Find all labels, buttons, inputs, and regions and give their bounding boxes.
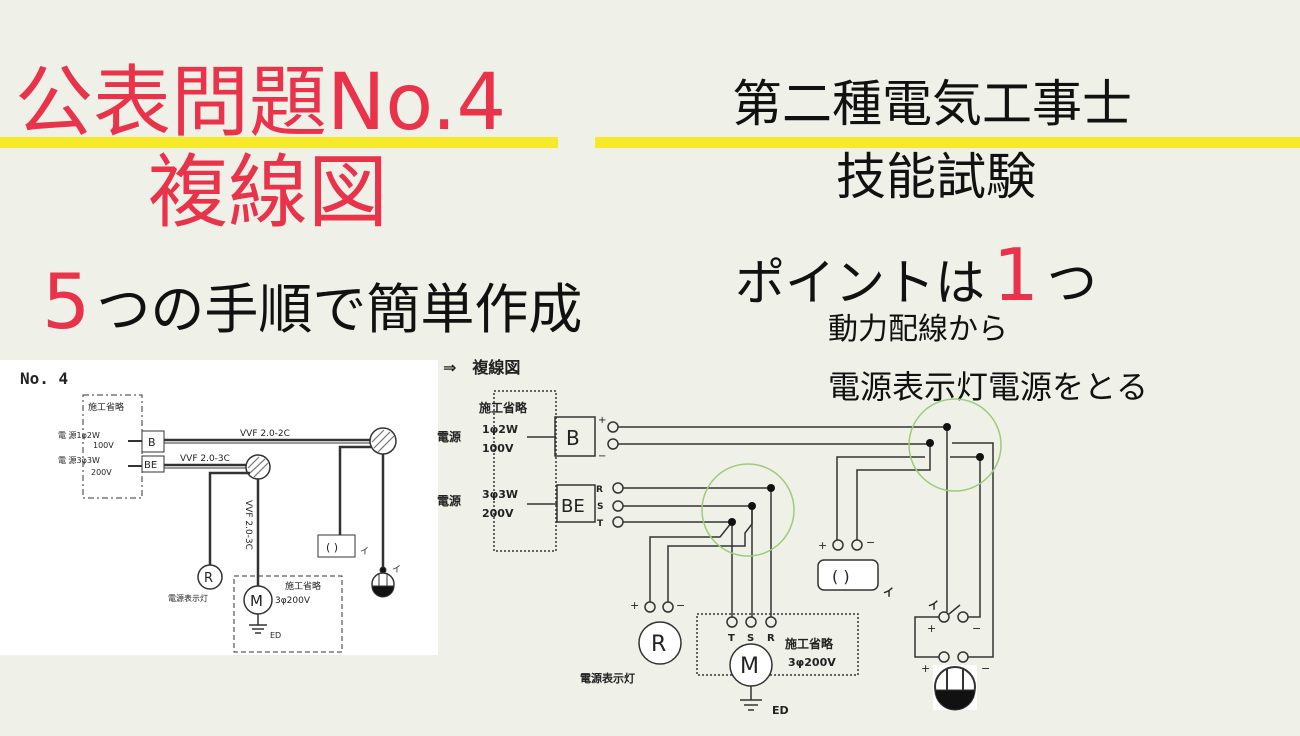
motor-t-label: T (728, 633, 735, 644)
pilot-lamp-icon (817, 559, 879, 591)
breaker-be-label: BE (561, 496, 585, 517)
source-2-voltage: 200V (482, 507, 514, 520)
ground-icon (249, 614, 267, 634)
source-1-voltage: 100V (482, 442, 514, 455)
highlight-bar-right (595, 137, 1300, 148)
switch-icon (379, 566, 387, 574)
b-minus-label: − (598, 451, 606, 462)
diagram-number: No. 4 (20, 369, 68, 388)
pilot-lamp-label: ( ) (832, 567, 850, 586)
breaker-b (141, 430, 165, 453)
omit-box (493, 390, 557, 552)
steps-number: 5 (42, 257, 91, 346)
main-title: 公表問題No.4 (15, 58, 507, 148)
single-line-diagram-panel (0, 360, 438, 655)
exam-subtitle: 技能試験 (836, 148, 1036, 206)
pilot-plus-label: + (818, 539, 827, 552)
point-number: 1 (993, 233, 1039, 317)
motor-omit-box (696, 613, 859, 676)
motor-s-label: S (747, 633, 754, 644)
omit-box (82, 394, 143, 499)
source-1-voltage: 100V (93, 441, 114, 450)
be-t-label: T (597, 519, 604, 529)
pilot-lamp-mark: イ (883, 586, 894, 599)
motor-label: M (250, 592, 263, 610)
b-plus-label: + (598, 415, 606, 426)
breaker-b (554, 416, 596, 457)
sub-title: 複線図 (148, 146, 388, 239)
indicator-lamp-r-label: R (204, 571, 213, 586)
be-r-label: R (596, 485, 603, 495)
light-plus-label: + (921, 662, 930, 675)
switch-minus-label: − (972, 622, 981, 635)
source-2-voltage: 200V (91, 468, 112, 477)
point-detail-2: 電源表示灯電源をとる (828, 368, 1149, 406)
ceiling-light-icon (371, 572, 395, 598)
switch-mark: イ (392, 565, 401, 575)
omit-label: 施工省略 (88, 401, 124, 413)
pilot-lamp-mark: イ (360, 547, 369, 557)
single-line-diagram: No. 4 施工省略 電 源1φ2W 100V 電 源3φ3W 200V B B… (20, 369, 401, 653)
source-2-label: 電 源3φ3W (58, 456, 100, 465)
breaker-b-label: B (566, 426, 580, 450)
ground-icon (740, 686, 762, 711)
motor-omit-label: 施工省略 (285, 580, 321, 592)
point-detail-1: 動力配線から (828, 312, 1008, 347)
indicator-lamp-caption: 電源表示灯 (168, 593, 208, 603)
cable-label-1: VVF 2.0-2C (240, 429, 290, 439)
source-1-label: 電 源1φ2W (58, 431, 100, 440)
pilot-lamp-label: ( ) (326, 541, 338, 554)
highlight-circle-motor (701, 463, 795, 557)
junction-box-icon (369, 427, 397, 455)
motor-omit-label: 施工省略 (785, 636, 834, 651)
indicator-lamp-r-label: R (651, 632, 666, 657)
r-minus-label: − (676, 599, 685, 612)
breaker-be-label: BE (144, 460, 157, 471)
switch-mark: イ (928, 599, 939, 612)
source-2-phase: 3φ3W (482, 488, 518, 501)
breaker-b-label: B (148, 436, 156, 449)
exam-title: 第二種電気工事士 (732, 75, 1132, 133)
indicator-lamp-r-icon (638, 621, 682, 665)
point-prefix: ポイントは (735, 254, 985, 312)
be-s-label: S (597, 502, 603, 512)
connection-points (728, 423, 984, 526)
motor-spec: 3φ200V (275, 596, 311, 606)
cable-label-3: VVF 2.0-3C (243, 500, 253, 550)
motor-spec: 3φ200V (788, 656, 836, 669)
point-suffix: つ (1046, 254, 1097, 312)
double-line-heading: ⇒ 複線図 (443, 358, 520, 377)
source-2-label: 電源 (437, 493, 461, 508)
cable-label-2: VVF 2.0-3C (180, 454, 230, 464)
motor-r-label: R (767, 633, 775, 644)
indicator-lamp-caption: 電源表示灯 (580, 671, 635, 685)
terminals (607, 421, 969, 663)
ceiling-light-icon (933, 665, 977, 711)
highlight-circle-light (908, 398, 1002, 492)
light-minus-label: − (981, 662, 990, 675)
r-plus-label: + (630, 599, 639, 612)
highlight-bar-left (0, 137, 558, 148)
motor-omit-box (233, 575, 343, 653)
pilot-minus-label: − (866, 536, 875, 549)
steps-text: つの手順で簡単作成 (96, 278, 583, 341)
double-line-diagram: ⇒ 複線図 施工省略 電源 1φ2W 100V 電源 3φ3W 200V B B… (437, 358, 1002, 717)
breaker-be (556, 484, 596, 523)
motor-label: M (740, 654, 759, 679)
pilot-lamp-icon (317, 534, 356, 558)
omit-label: 施工省略 (479, 400, 528, 415)
switch-plus-label: + (927, 622, 936, 635)
source-1-label: 電源 (437, 429, 461, 444)
source-1-phase: 1φ2W (482, 423, 518, 436)
ground-label: ED (772, 704, 789, 717)
indicator-lamp-r-icon (197, 564, 223, 590)
ground-label: ED (270, 631, 281, 640)
